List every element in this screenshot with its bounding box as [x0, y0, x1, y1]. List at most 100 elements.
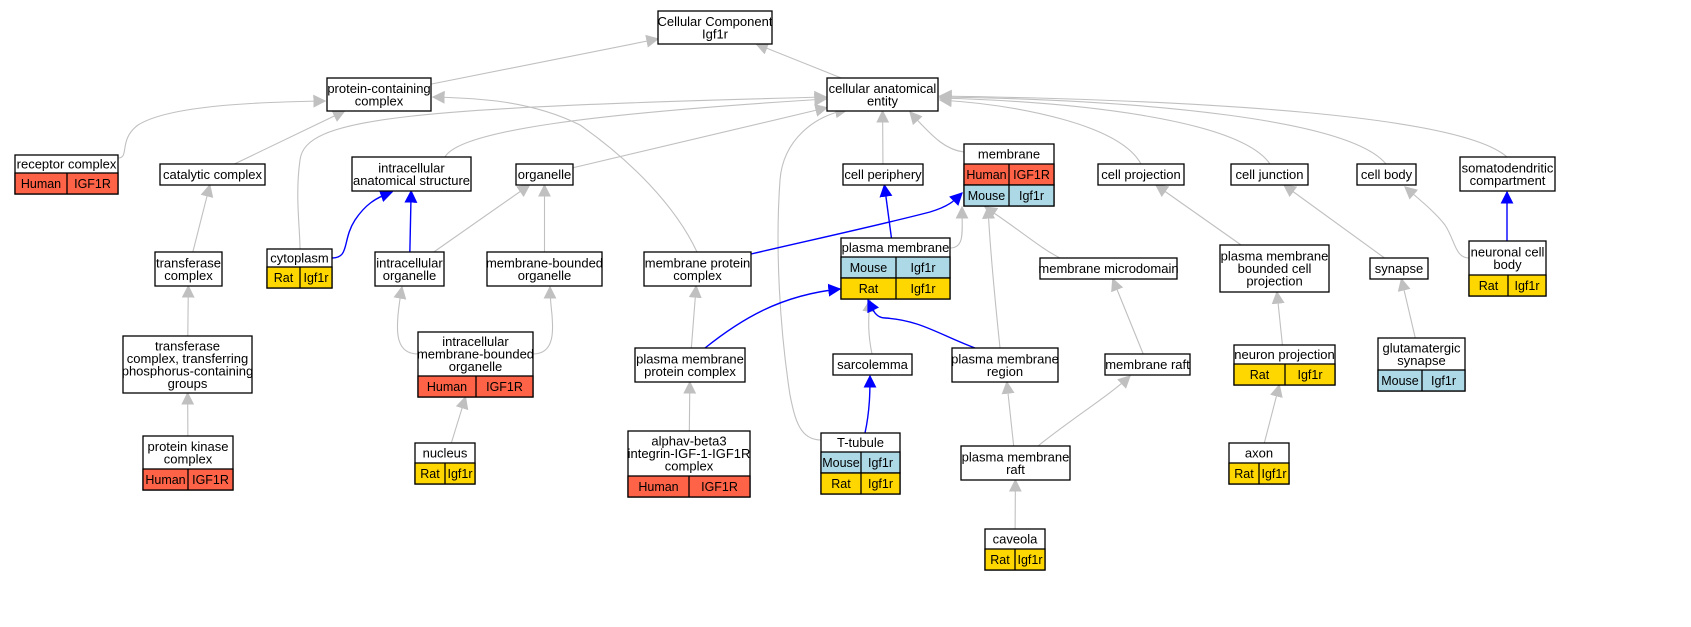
node-box — [1039, 257, 1178, 280]
annotation-species: Mouse — [822, 456, 860, 470]
edge-ncb-to-cb — [1404, 186, 1470, 259]
node-title-line: synapse — [1375, 261, 1423, 276]
node-title-line: axon — [1245, 446, 1273, 461]
node-title-line: plasma membrane — [1221, 249, 1329, 264]
node-title-line: organelle — [518, 167, 572, 182]
node-box — [657, 10, 773, 45]
node-box — [1104, 353, 1191, 376]
node-box — [842, 163, 924, 186]
edge-rc-to-pcc — [117, 94, 327, 159]
annotation-species: Rat — [1250, 368, 1270, 382]
node-title-line: membrane — [978, 147, 1040, 162]
annotation-gene: Igf1r — [1514, 279, 1539, 293]
edge-pm-to-mem — [949, 205, 969, 249]
node-imbo: intracellularmembrane-boundedorganelleHu… — [417, 331, 534, 398]
node-title-line: plasma membrane — [951, 351, 1059, 366]
node-box — [1459, 156, 1556, 192]
node-title-line: protein-containing — [327, 81, 430, 96]
node-box — [326, 77, 432, 112]
edge-pm-to-cp — [879, 183, 893, 239]
node-title-line: region — [987, 364, 1023, 379]
annotation-species: Human — [21, 177, 61, 191]
annotation-species: Rat — [1479, 279, 1499, 293]
node-title-line: intracellular — [376, 255, 443, 270]
node-title-line: sarcolemma — [837, 357, 909, 372]
node-box — [1356, 163, 1417, 186]
edge-syn-to-cj — [1282, 184, 1385, 259]
edge-pmpc-to-mpc — [688, 284, 702, 349]
node-sarc: sarcolemma — [832, 353, 913, 376]
annotation-species: Mouse — [1381, 374, 1419, 388]
node-title-line: projection — [1246, 274, 1302, 289]
annotation-gene: IGF1R — [701, 480, 738, 494]
edge-tc-to-catc — [192, 183, 214, 253]
node-title-line: entity — [867, 93, 899, 108]
edge-mmd-to-mem — [983, 206, 1061, 259]
annotation-species: Rat — [420, 467, 440, 481]
node-title-line: complex — [665, 459, 714, 474]
node-box — [643, 251, 752, 287]
node-title-line: bounded cell — [1238, 261, 1312, 276]
annotation-gene: IGF1R — [74, 177, 111, 191]
annotation-species: Human — [966, 168, 1006, 182]
edge-pmbcp-to-cproj — [1154, 184, 1242, 246]
node-title-line: complex — [355, 93, 404, 108]
annotation-gene: Igf1r — [1019, 189, 1044, 203]
edge-cyto-to-cae — [297, 90, 828, 250]
node-org: organelle — [515, 163, 574, 186]
edge-ttub-to-cae — [777, 105, 849, 441]
node-title-line: raft — [1006, 462, 1025, 477]
annotation-gene: Igf1r — [910, 282, 935, 296]
edge-gsyn-to-syn — [1397, 277, 1416, 339]
node-syn: synapse — [1369, 257, 1429, 280]
edge-cj-to-cae — [938, 91, 1271, 165]
node-title-line: cell periphery — [844, 167, 922, 182]
edge-catc-to-pcc — [234, 110, 346, 165]
node-title-line: plasma membrane — [636, 351, 744, 366]
edge-cyto-to-ias — [331, 189, 394, 259]
node-title-line: cell body — [1361, 167, 1413, 182]
edge-pmraft-to-pmr — [1001, 380, 1015, 447]
node-title-line: transferase — [155, 338, 220, 353]
node-title-line: complex — [673, 268, 722, 283]
node-cb: cell body — [1356, 163, 1417, 186]
annotation-species: Rat — [990, 553, 1010, 567]
node-title-line: cellular anatomical — [829, 81, 937, 96]
node-box — [351, 156, 472, 192]
annotation-gene: Igf1r — [1261, 467, 1286, 481]
node-title-line: plasma membrane — [842, 240, 950, 255]
node-mraft: membrane raft — [1104, 353, 1191, 376]
node-title-line: organelle — [383, 268, 437, 283]
node-box — [1219, 244, 1330, 293]
node-title-line: membrane raft — [1105, 357, 1190, 372]
node-title-line: protein complex — [644, 364, 736, 379]
node-title-line: Cellular Component — [658, 14, 773, 29]
node-box — [486, 251, 603, 287]
node-box — [1230, 163, 1309, 186]
annotation-gene: Igf1r — [910, 261, 935, 275]
node-title-line: cell projection — [1101, 167, 1181, 182]
node-title-line: plasma membrane — [962, 449, 1070, 464]
annotation-species: Rat — [831, 477, 851, 491]
edge-cb-to-cae — [938, 90, 1387, 165]
edge-pmr-to-mem — [982, 205, 1001, 349]
node-title-line: Igf1r — [702, 26, 729, 41]
node-title-line: neuronal cell — [1471, 244, 1545, 259]
node-box — [1369, 257, 1429, 280]
edge-np-to-pmbcp — [1271, 290, 1285, 346]
